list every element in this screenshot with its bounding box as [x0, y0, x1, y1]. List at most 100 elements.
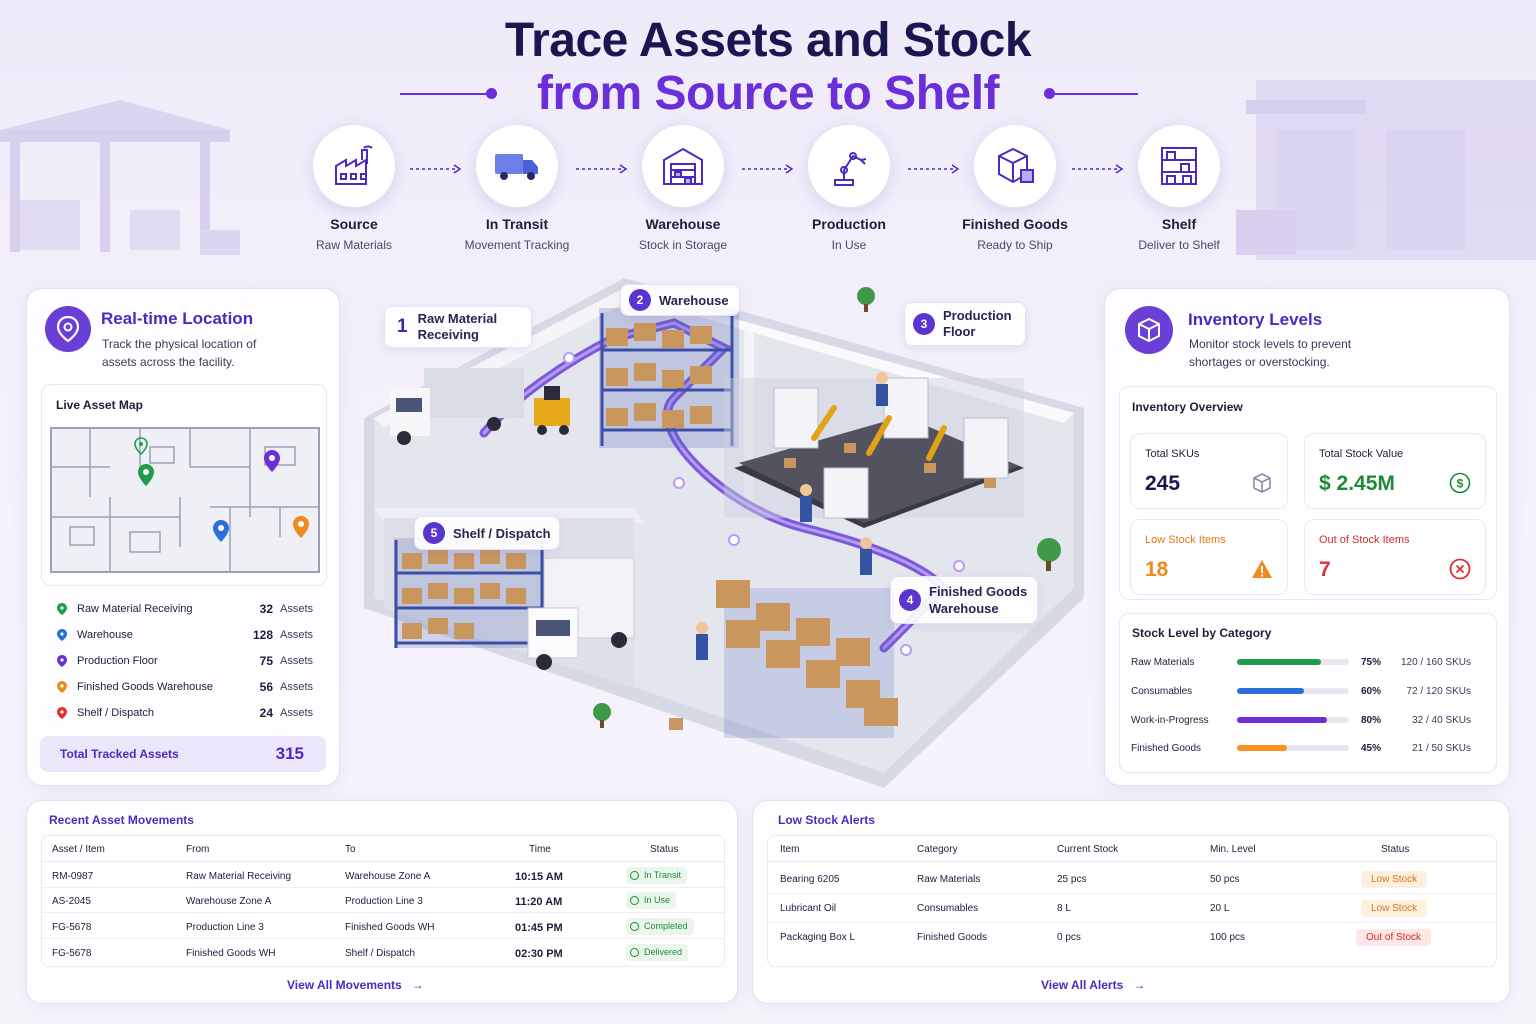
low-stock-alerts-card: Low Stock Alerts Item Category Current S…: [752, 800, 1510, 1004]
location-row[interactable]: Raw Material Receiving 32 Assets: [57, 600, 313, 620]
flow-step-source[interactable]: Source Raw Materials: [279, 124, 429, 252]
cell-asset: RM-0987: [52, 871, 94, 882]
map-pin-purple-icon[interactable]: [263, 449, 281, 473]
box-icon: [1253, 473, 1271, 493]
zone-number: 3: [913, 313, 935, 335]
flow-step-finished-goods[interactable]: Finished Goods Ready to Ship: [940, 124, 1090, 252]
location-count: 128: [252, 628, 273, 642]
col-item: Item: [780, 844, 800, 855]
cell-asset: AS-2045: [52, 896, 91, 907]
total-tracked-assets: Total Tracked Assets 315: [40, 736, 326, 772]
kpi-value: 18: [1145, 558, 1169, 581]
col-status: Status: [1381, 844, 1410, 855]
zone-number: 4: [899, 589, 921, 611]
flow-arrow-icon: [908, 164, 960, 174]
kpi-total-stock-value[interactable]: Total Stock Value $ 2.45M $: [1304, 433, 1486, 509]
package-icon: [973, 124, 1057, 208]
flow-step-title: Shelf: [1161, 216, 1197, 232]
svg-text:$: $: [1457, 477, 1464, 491]
location-count: 56: [259, 680, 273, 694]
map-pin-orange-icon[interactable]: [292, 515, 310, 539]
location-unit: Assets: [279, 707, 313, 719]
kpi-low-stock-items[interactable]: Low Stock Items 18: [1130, 519, 1288, 595]
flow-step-title: Warehouse: [645, 216, 721, 232]
location-unit: Assets: [279, 655, 313, 667]
cell-min-level: 50 pcs: [1210, 874, 1240, 885]
inventory-levels-card: Inventory Levels Monitor stock levels to…: [1104, 288, 1510, 786]
dollar-circle-icon: $: [1449, 472, 1471, 494]
cube-icon: [1125, 306, 1173, 354]
page-title: Trace Assets and Stock from Source to Sh…: [0, 14, 1536, 120]
location-name: Finished Goods Warehouse: [77, 681, 213, 693]
table-row[interactable]: Packaging Box L Finished Goods 0 pcs 100…: [768, 924, 1496, 952]
status-badge: Completed: [626, 918, 694, 935]
col-category: Category: [917, 844, 958, 855]
background-warehouse-silhouette-left: [0, 100, 240, 255]
cell-min-level: 20 L: [1210, 903, 1230, 914]
cell-item: Packaging Box L: [780, 932, 856, 943]
cell-time: 11:20 AM: [515, 896, 563, 908]
warehouse-icon: [641, 124, 725, 208]
flow-step-title: Finished Goods: [962, 216, 1068, 232]
location-row[interactable]: Warehouse 128 Assets: [57, 626, 313, 646]
background-warehouse-silhouette-right: [1236, 80, 1536, 260]
zone-name-line: Raw Material: [417, 311, 498, 326]
description-line: Monitor stock levels to prevent: [1189, 337, 1352, 351]
kpi-total-skus[interactable]: Total SKUs 245: [1130, 433, 1288, 509]
cell-to: Shelf / Dispatch: [345, 948, 416, 959]
zone-label-production-floor[interactable]: 3 Production Floor: [904, 302, 1026, 346]
location-row[interactable]: Shelf / Dispatch 24 Assets: [57, 704, 313, 724]
flow-step-in-transit[interactable]: In Transit Movement Tracking: [442, 124, 592, 252]
description-line: shortages or overstocking.: [1189, 355, 1330, 369]
cell-to: Finished Goods WH: [345, 922, 435, 933]
flow-step-title: In Transit: [485, 216, 549, 232]
flow-step-production[interactable]: Production In Use: [774, 124, 924, 252]
cell-from: Production Line 3: [186, 922, 264, 933]
map-pin-green-icon[interactable]: [137, 463, 155, 487]
flow-arrow-icon: [742, 164, 794, 174]
supply-chain-flow: Source Raw Materials In Transit Movement…: [0, 124, 1536, 254]
flow-step-subtitle: Stock in Storage: [638, 238, 728, 252]
zone-label-raw-material-receiving[interactable]: 1 Raw Material Receiving: [384, 306, 532, 348]
location-count: 75: [259, 654, 273, 668]
flow-step-shelf[interactable]: Shelf Deliver to Shelf: [1104, 124, 1254, 252]
total-tracked-label: Total Tracked Assets: [60, 747, 179, 761]
kpi-out-of-stock-items[interactable]: Out of Stock Items 7: [1304, 519, 1486, 595]
live-asset-map-title: Live Asset Map: [56, 398, 143, 412]
category-progress-track: [1237, 717, 1349, 723]
robot-arm-icon: [807, 124, 891, 208]
zone-label-shelf-dispatch[interactable]: 5 Shelf / Dispatch: [414, 516, 560, 550]
zone-label-warehouse[interactable]: 2 Warehouse: [620, 284, 740, 316]
table-row[interactable]: Lubricant Oil Consumables 8 L 20 L Low S…: [768, 895, 1496, 923]
cell-item: Lubricant Oil: [780, 903, 837, 914]
table-row[interactable]: RM-0987 Raw Material Receiving Warehouse…: [42, 863, 724, 888]
kpi-value: $ 2.45M: [1319, 472, 1395, 495]
table-row[interactable]: FG-5678 Finished Goods WH Shelf / Dispat…: [42, 940, 724, 965]
map-pin-green-small-icon[interactable]: [134, 437, 148, 455]
cell-time: 10:15 AM: [515, 871, 563, 883]
kpi-label: Low Stock Items: [1145, 534, 1226, 546]
location-row[interactable]: Production Floor 75 Assets: [57, 652, 313, 672]
kpi-label: Total SKUs: [1145, 448, 1200, 460]
table-row[interactable]: Bearing 6205 Raw Materials 25 pcs 50 pcs…: [768, 866, 1496, 894]
flow-arrow-icon: [410, 164, 462, 174]
location-row[interactable]: Finished Goods Warehouse 56 Assets: [57, 678, 313, 698]
table-row[interactable]: AS-2045 Warehouse Zone A Production Line…: [42, 888, 724, 913]
table-row[interactable]: FG-5678 Production Line 3 Finished Goods…: [42, 914, 724, 939]
map-pin-blue-icon[interactable]: [212, 519, 230, 543]
view-all-movements-link[interactable]: View All Movements →: [287, 978, 424, 992]
location-name: Shelf / Dispatch: [77, 707, 155, 719]
location-unit: Assets: [279, 603, 313, 615]
category-progress-fill: [1237, 745, 1288, 751]
inventory-card-title: Inventory Levels: [1188, 310, 1323, 329]
recent-asset-movements-card: Recent Asset Movements Asset / Item From…: [26, 800, 738, 1004]
view-all-alerts-link[interactable]: View All Alerts →: [1041, 978, 1145, 992]
zone-label-finished-goods-warehouse[interactable]: 4 Finished Goods Warehouse: [890, 576, 1038, 624]
zone-name: Finished Goods Warehouse: [929, 583, 1027, 617]
flow-step-warehouse[interactable]: Warehouse Stock in Storage: [608, 124, 758, 252]
cell-current-stock: 0 pcs: [1057, 932, 1081, 943]
